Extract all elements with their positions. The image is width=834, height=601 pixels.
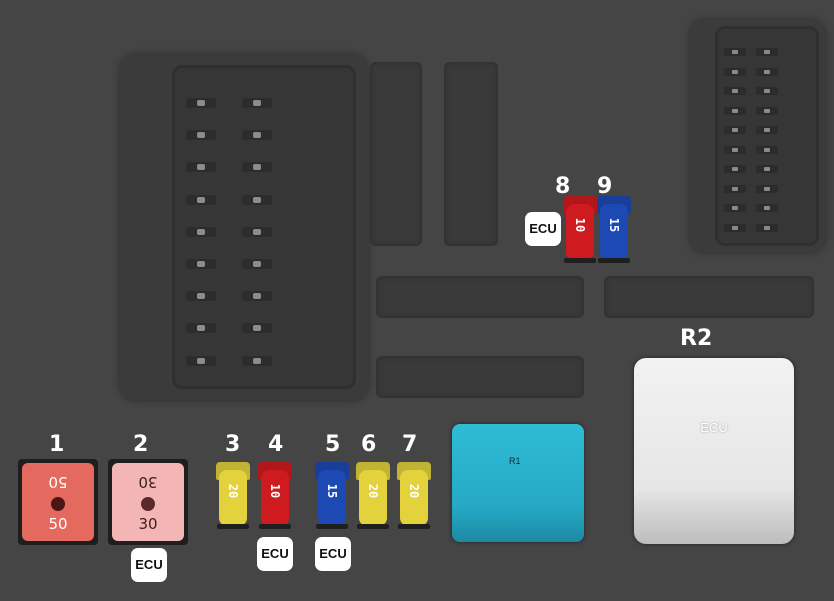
fuse-number: 5 [325, 432, 341, 457]
fuse-rating: 15 [325, 483, 339, 499]
fuse-window [141, 497, 155, 511]
fuse-number: 7 [402, 432, 418, 457]
empty-slot [370, 62, 422, 246]
fuse-5[interactable]: 15 [315, 462, 349, 530]
fuse-base [398, 524, 430, 529]
connector-pin [724, 223, 746, 232]
connector-pin [756, 67, 778, 76]
fuse-rating: 10 [573, 217, 587, 233]
fuse-body [318, 470, 346, 526]
fuse-rating-bottom: 30 [138, 515, 158, 533]
connector-pin [756, 87, 778, 95]
connector-pin [724, 106, 746, 115]
fuse-2[interactable]: 30 30 [108, 459, 188, 545]
fuse-rating: 10 [268, 483, 282, 499]
fuse-body [400, 470, 428, 526]
connector-pin [186, 194, 216, 205]
connector-pin [186, 130, 216, 141]
connector-pin [186, 291, 216, 302]
fuse-7[interactable]: 20 [397, 462, 431, 530]
fuse-base [598, 258, 630, 263]
fuse-base [259, 524, 291, 529]
fuse-9[interactable]: 15 [597, 196, 631, 264]
relay-id-label: R1 [509, 456, 521, 466]
relay-ecu-label: ECU [700, 420, 728, 435]
fuse-4[interactable]: 10 [258, 462, 292, 530]
connector-pin [724, 67, 746, 76]
connector-pin [242, 226, 272, 237]
fuse-8[interactable]: 10 [563, 196, 597, 264]
connector-pin [186, 226, 216, 237]
connector-pin [242, 323, 272, 334]
fuse-rating: 20 [407, 483, 421, 499]
connector-pin [756, 184, 778, 193]
fuse-body [359, 470, 387, 526]
fuse-rating: 15 [607, 217, 621, 233]
connector-pin [242, 259, 272, 269]
connector-pin [186, 323, 216, 334]
connector-pin [724, 145, 746, 154]
connector-pin [242, 194, 272, 205]
empty-slot [376, 276, 584, 318]
fuse-base [316, 524, 348, 529]
ecu-tag: ECU [257, 537, 293, 571]
connector-pin [242, 162, 272, 173]
connector-pin [724, 165, 746, 173]
fuse-body [219, 470, 247, 526]
connector-pin [242, 355, 272, 366]
fuse-body [600, 204, 628, 260]
relay-r1[interactable]: R1 [452, 424, 584, 542]
connector-pin [756, 145, 778, 154]
relay-label: R2 [680, 326, 713, 351]
connector-pin [756, 165, 778, 173]
fuse-rating-top: 50 [48, 473, 68, 491]
fuse-number: 3 [225, 432, 241, 457]
small-connector-housing [715, 26, 819, 246]
fuse-rating-bottom: 50 [48, 515, 68, 533]
fuse-base [564, 258, 596, 263]
fuse-rating-top: 30 [138, 473, 158, 491]
connector-pin [724, 87, 746, 95]
fuse-body [261, 470, 289, 526]
fuse-rating: 20 [366, 483, 380, 499]
connector-pin [242, 130, 272, 141]
empty-slot [376, 356, 584, 398]
connector-pin [724, 48, 746, 56]
connector-pin [724, 204, 746, 212]
fuse-number: 6 [361, 432, 377, 457]
connector-pin [186, 98, 216, 108]
empty-slot [604, 276, 814, 318]
ecu-tag: ECU [525, 212, 561, 246]
fuse-number: 2 [133, 432, 149, 457]
relay-r2[interactable]: ECU [634, 358, 794, 544]
connector-pin [756, 48, 778, 56]
connector-pin [724, 126, 746, 134]
fuse-3[interactable]: 20 [216, 462, 250, 530]
connector-pin [756, 106, 778, 115]
fuse-number: 4 [268, 432, 284, 457]
empty-slot [444, 62, 498, 246]
connector-pin [186, 162, 216, 173]
fuse-rating: 20 [226, 483, 240, 499]
connector-pin [186, 259, 216, 269]
fuse-number: 8 [555, 174, 571, 199]
fuse-number: 9 [597, 174, 613, 199]
connector-pin [756, 223, 778, 232]
ecu-tag: ECU [315, 537, 351, 571]
fuse-number: 1 [49, 432, 65, 457]
fuse-base [357, 524, 389, 529]
fuse-6[interactable]: 20 [356, 462, 390, 530]
connector-pin [724, 184, 746, 193]
connector-pin [242, 98, 272, 108]
ecu-tag: ECU [131, 548, 167, 582]
connector-pin [756, 204, 778, 212]
fuse-body [566, 204, 594, 260]
connector-pin [756, 126, 778, 134]
connector-pin [242, 291, 272, 302]
connector-pin [186, 355, 216, 366]
fuse-window [51, 497, 65, 511]
fuse-base [217, 524, 249, 529]
fuse-1[interactable]: 50 50 [18, 459, 98, 545]
